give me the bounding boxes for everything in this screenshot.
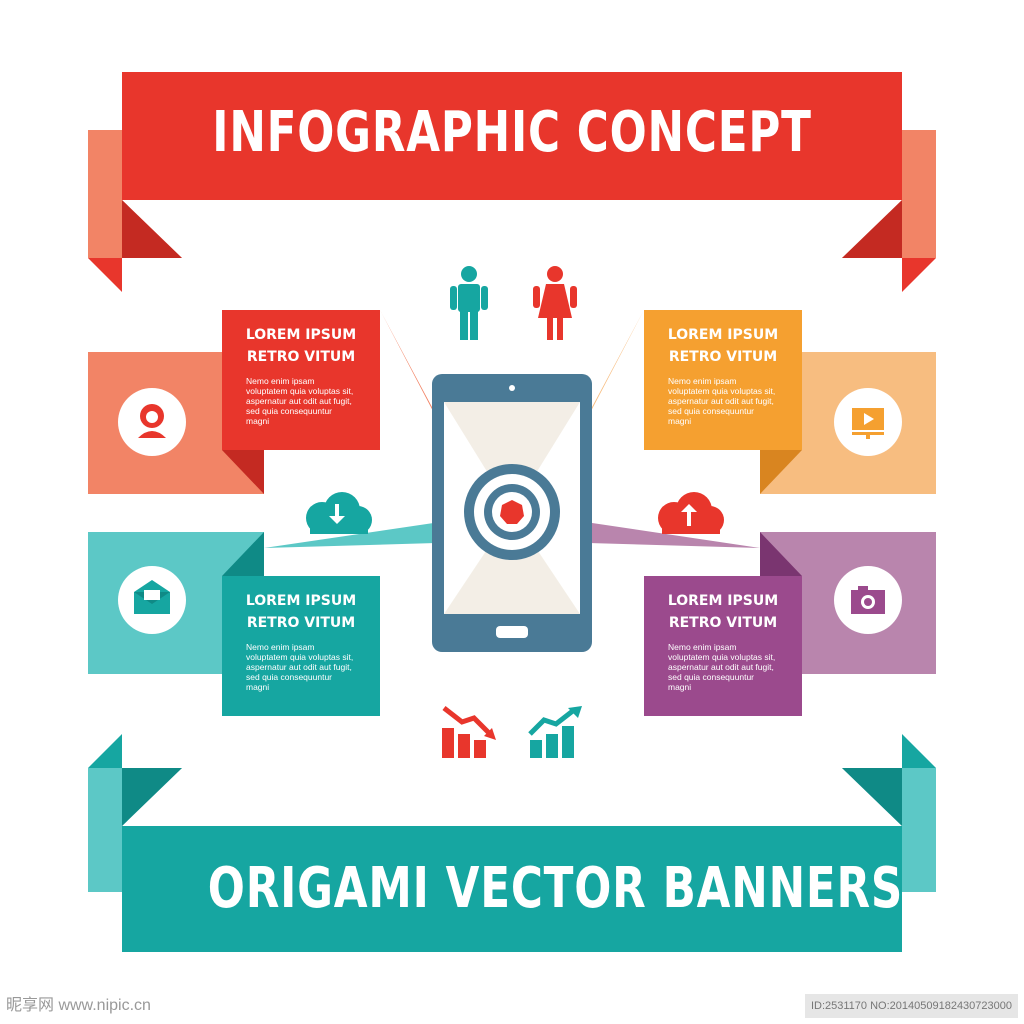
card-orange-heading-1: LOREM IPSUM: [667, 327, 779, 343]
card-red-heading-1: LOREM IPSUM: [245, 327, 357, 343]
woman-user-icon: [118, 388, 186, 456]
bottom-banner: ORIGAMI VECTOR BANNERS: [122, 826, 902, 952]
woman-icon: [533, 266, 577, 340]
card-red-heading-2: RETRO VITUM: [246, 349, 356, 365]
cloud-upload-icon: [658, 492, 724, 534]
chart-down-icon: [442, 706, 496, 758]
card-orange: LOREM IPSUM RETRO VITUM Nemo enim ipsam …: [644, 310, 802, 450]
card-purple: LOREM IPSUM RETRO VITUM Nemo enim ipsam …: [644, 576, 802, 716]
mail-icon: [118, 566, 186, 634]
card-teal: LOREM IPSUM RETRO VITUM Nemo enim ipsam …: [222, 576, 380, 716]
card-orange-heading-2: RETRO VITUM: [668, 349, 778, 365]
card-orange-body: Nemo enim ipsam voluptatem quia voluptas…: [668, 376, 776, 426]
man-icon: [450, 266, 488, 340]
card-purple-heading-2: RETRO VITUM: [668, 615, 778, 631]
cloud-download-icon: [306, 492, 372, 534]
bottom-ribbon-tails: [88, 734, 936, 892]
page-title: INFOGRAPHIC CONCEPT: [212, 100, 812, 165]
card-teal-body: Nemo enim ipsam voluptatem quia voluptas…: [246, 642, 354, 692]
chart-up-icon: [528, 706, 582, 758]
camera-icon: [834, 566, 902, 634]
watermark-right: ID:2531170 NO:20140509182430723000: [804, 994, 1018, 1018]
card-teal-heading-2: RETRO VITUM: [246, 615, 356, 631]
top-ribbon-tails: [88, 130, 936, 292]
top-banner: INFOGRAPHIC CONCEPT: [122, 72, 902, 200]
card-purple-heading-1: LOREM IPSUM: [667, 593, 779, 609]
card-red: LOREM IPSUM RETRO VITUM Nemo enim ipsam …: [222, 310, 380, 450]
watermark-left: 昵享网 www.nipic.cn: [6, 997, 151, 1014]
card-red-body: Nemo enim ipsam voluptatem quia voluptas…: [246, 376, 354, 426]
target-icon: [464, 464, 560, 560]
card-teal-heading-1: LOREM IPSUM: [245, 593, 357, 609]
card-purple-body: Nemo enim ipsam voluptatem quia voluptas…: [668, 642, 776, 692]
banner-subtitle: ORIGAMI VECTOR BANNERS: [207, 856, 904, 921]
video-play-icon: [834, 388, 902, 456]
